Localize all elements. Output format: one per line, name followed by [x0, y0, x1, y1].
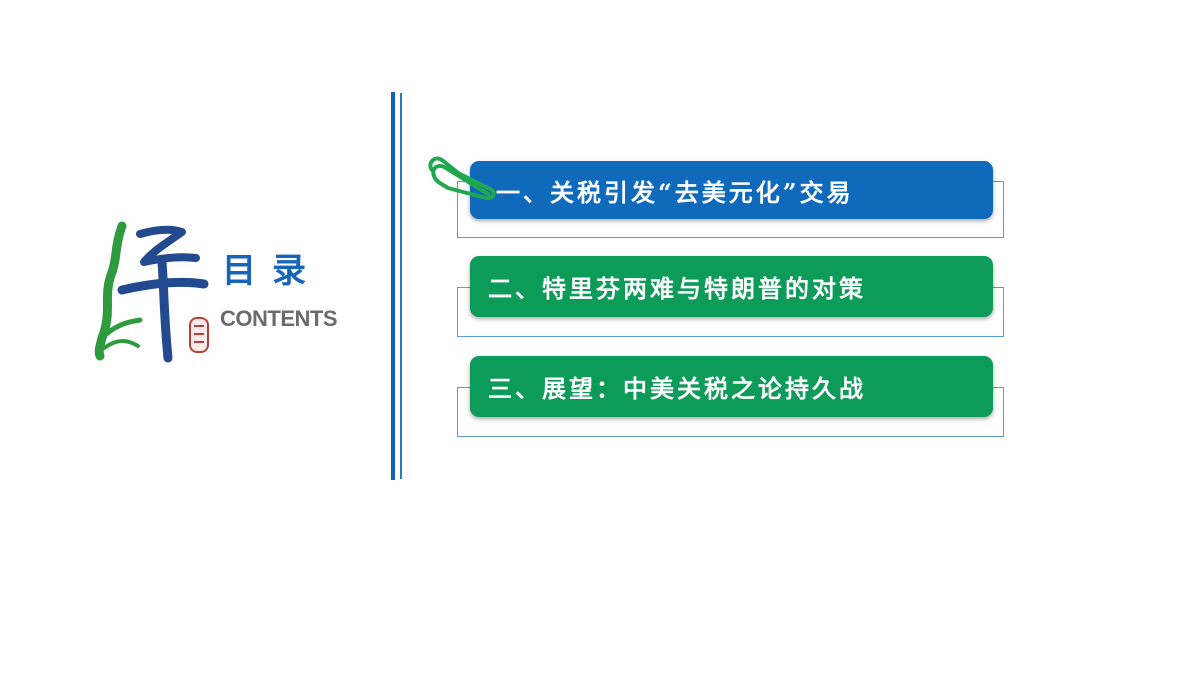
contents-title-cn: 目录 — [222, 251, 322, 291]
toc-item-1[interactable]: 一、关税引发“去美元化”交易 — [470, 161, 993, 219]
toc-item-2-label: 二、特里芬两难与特朗普的对策 — [488, 274, 866, 303]
toc-item-1-label: 一、关税引发“去美元化”交易 — [496, 177, 854, 207]
toc-item-3-label: 三、展望：中美关税之论持久战 — [488, 374, 866, 403]
vertical-divider-thin — [400, 93, 402, 479]
paperclip-icon — [428, 156, 496, 200]
calligraphy-logo-icon — [94, 221, 209, 363]
toc-item-3[interactable]: 三、展望：中美关税之论持久战 — [470, 356, 993, 417]
vertical-divider-thick — [391, 92, 395, 480]
toc-item-2[interactable]: 二、特里芬两难与特朗普的对策 — [470, 256, 993, 317]
contents-title-en: CONTENTS — [220, 306, 338, 331]
